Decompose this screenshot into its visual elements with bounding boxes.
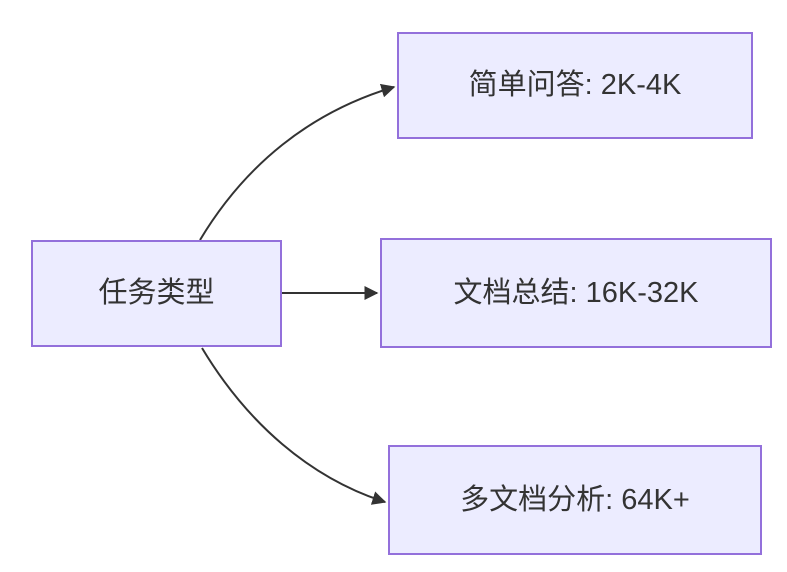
node-multi-doc-analysis-label: 多文档分析: 64K+	[460, 483, 690, 516]
node-simple-qa-label: 简单问答: 2K-4K	[468, 69, 682, 102]
node-doc-summary: 文档总结: 16K-32K	[380, 238, 772, 348]
edge-root-to-branch-0	[199, 83, 396, 241]
node-task-type: 任务类型	[31, 240, 282, 347]
edge-root-to-branch-2	[201, 347, 387, 505]
node-doc-summary-label: 文档总结: 16K-32K	[453, 276, 699, 309]
node-task-type-label: 任务类型	[98, 277, 215, 310]
node-multi-doc-analysis: 多文档分析: 64K+	[388, 445, 762, 555]
node-simple-qa: 简单问答: 2K-4K	[397, 32, 753, 139]
